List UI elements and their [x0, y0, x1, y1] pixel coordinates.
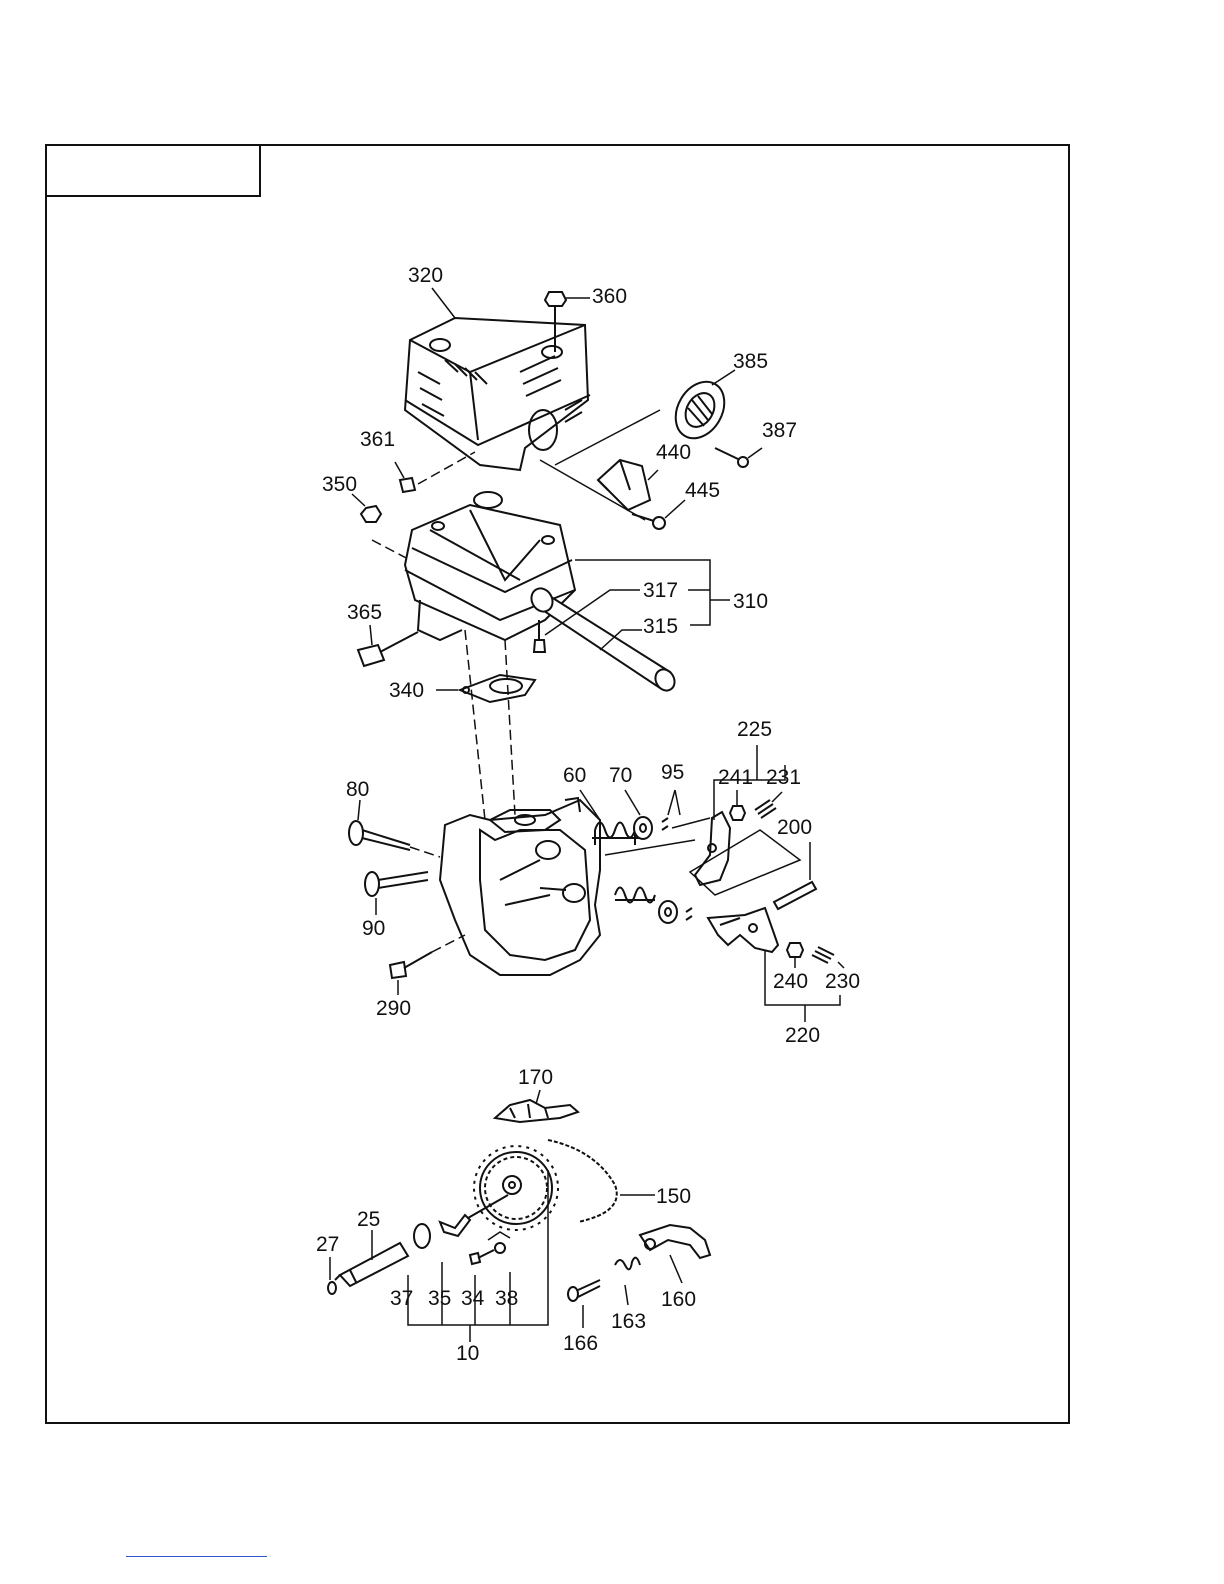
label-38: 38 [495, 1287, 518, 1310]
chain-tensioner-160 [640, 1225, 710, 1283]
label-387: 387 [762, 419, 797, 442]
label-95: 95 [661, 761, 684, 784]
label-340: 340 [389, 679, 424, 702]
label-60: 60 [563, 764, 586, 787]
label-440: 440 [656, 441, 691, 464]
label-315: 315 [643, 615, 678, 638]
nut-240 [787, 943, 803, 968]
tensioner-pin-166 [568, 1280, 600, 1328]
label-90: 90 [362, 917, 385, 940]
chain-guide-170 [495, 1090, 578, 1122]
deflector-440 [598, 460, 658, 510]
label-365: 365 [347, 601, 382, 624]
label-70: 70 [609, 764, 632, 787]
label-163: 163 [611, 1310, 646, 1333]
valve-90 [365, 872, 428, 915]
muffler-310 [405, 492, 575, 640]
label-350: 350 [322, 473, 357, 496]
camshaft-25 [335, 1230, 408, 1286]
rocker-arm-220 [708, 908, 778, 952]
bolt-290 [390, 935, 465, 995]
tensioner-spring-163 [615, 1258, 640, 1305]
circlip-37 [414, 1224, 430, 1248]
label-200: 200 [777, 816, 812, 839]
label-320: 320 [408, 264, 443, 287]
bolt-365 [358, 625, 418, 666]
label-25: 25 [357, 1208, 380, 1231]
label-80: 80 [346, 778, 369, 801]
screw-387 [715, 448, 762, 467]
label-231: 231 [766, 766, 801, 789]
label-150: 150 [656, 1185, 691, 1208]
nut-350 [352, 494, 410, 560]
label-166: 166 [563, 1332, 598, 1355]
spring-230 [812, 947, 844, 968]
label-445: 445 [685, 479, 720, 502]
label-230: 230 [825, 970, 860, 993]
label-37: 37 [390, 1287, 413, 1310]
label-385: 385 [733, 350, 768, 373]
label-34: 34 [461, 1287, 485, 1310]
timing-chain-150 [548, 1140, 655, 1222]
label-10: 10 [456, 1342, 479, 1365]
label-241: 241 [718, 766, 753, 789]
valve-cover-320 [405, 318, 590, 470]
label-290: 290 [376, 997, 411, 1020]
label-35: 35 [428, 1287, 451, 1310]
rocker-shaft-200 [774, 842, 816, 909]
spring-231 [755, 792, 782, 818]
cam-sprocket-10 [474, 1146, 558, 1230]
pin-34 [470, 1250, 494, 1264]
bolt-361 [395, 452, 475, 492]
label-361: 361 [360, 428, 395, 451]
label-360: 360 [592, 285, 627, 308]
label-170: 170 [518, 1066, 553, 1089]
gasket-340 [436, 675, 535, 702]
label-160: 160 [661, 1288, 696, 1311]
label-27: 27 [316, 1233, 339, 1256]
valve-80 [349, 800, 440, 857]
label-310: 310 [733, 590, 768, 613]
washer-27 [328, 1257, 336, 1294]
weight-38 [488, 1232, 510, 1253]
label-225: 225 [737, 718, 772, 741]
label-240: 240 [773, 970, 808, 993]
nut-241 [730, 790, 745, 820]
label-317: 317 [643, 579, 678, 602]
cylinder-head [440, 798, 600, 975]
label-220: 220 [785, 1024, 820, 1047]
